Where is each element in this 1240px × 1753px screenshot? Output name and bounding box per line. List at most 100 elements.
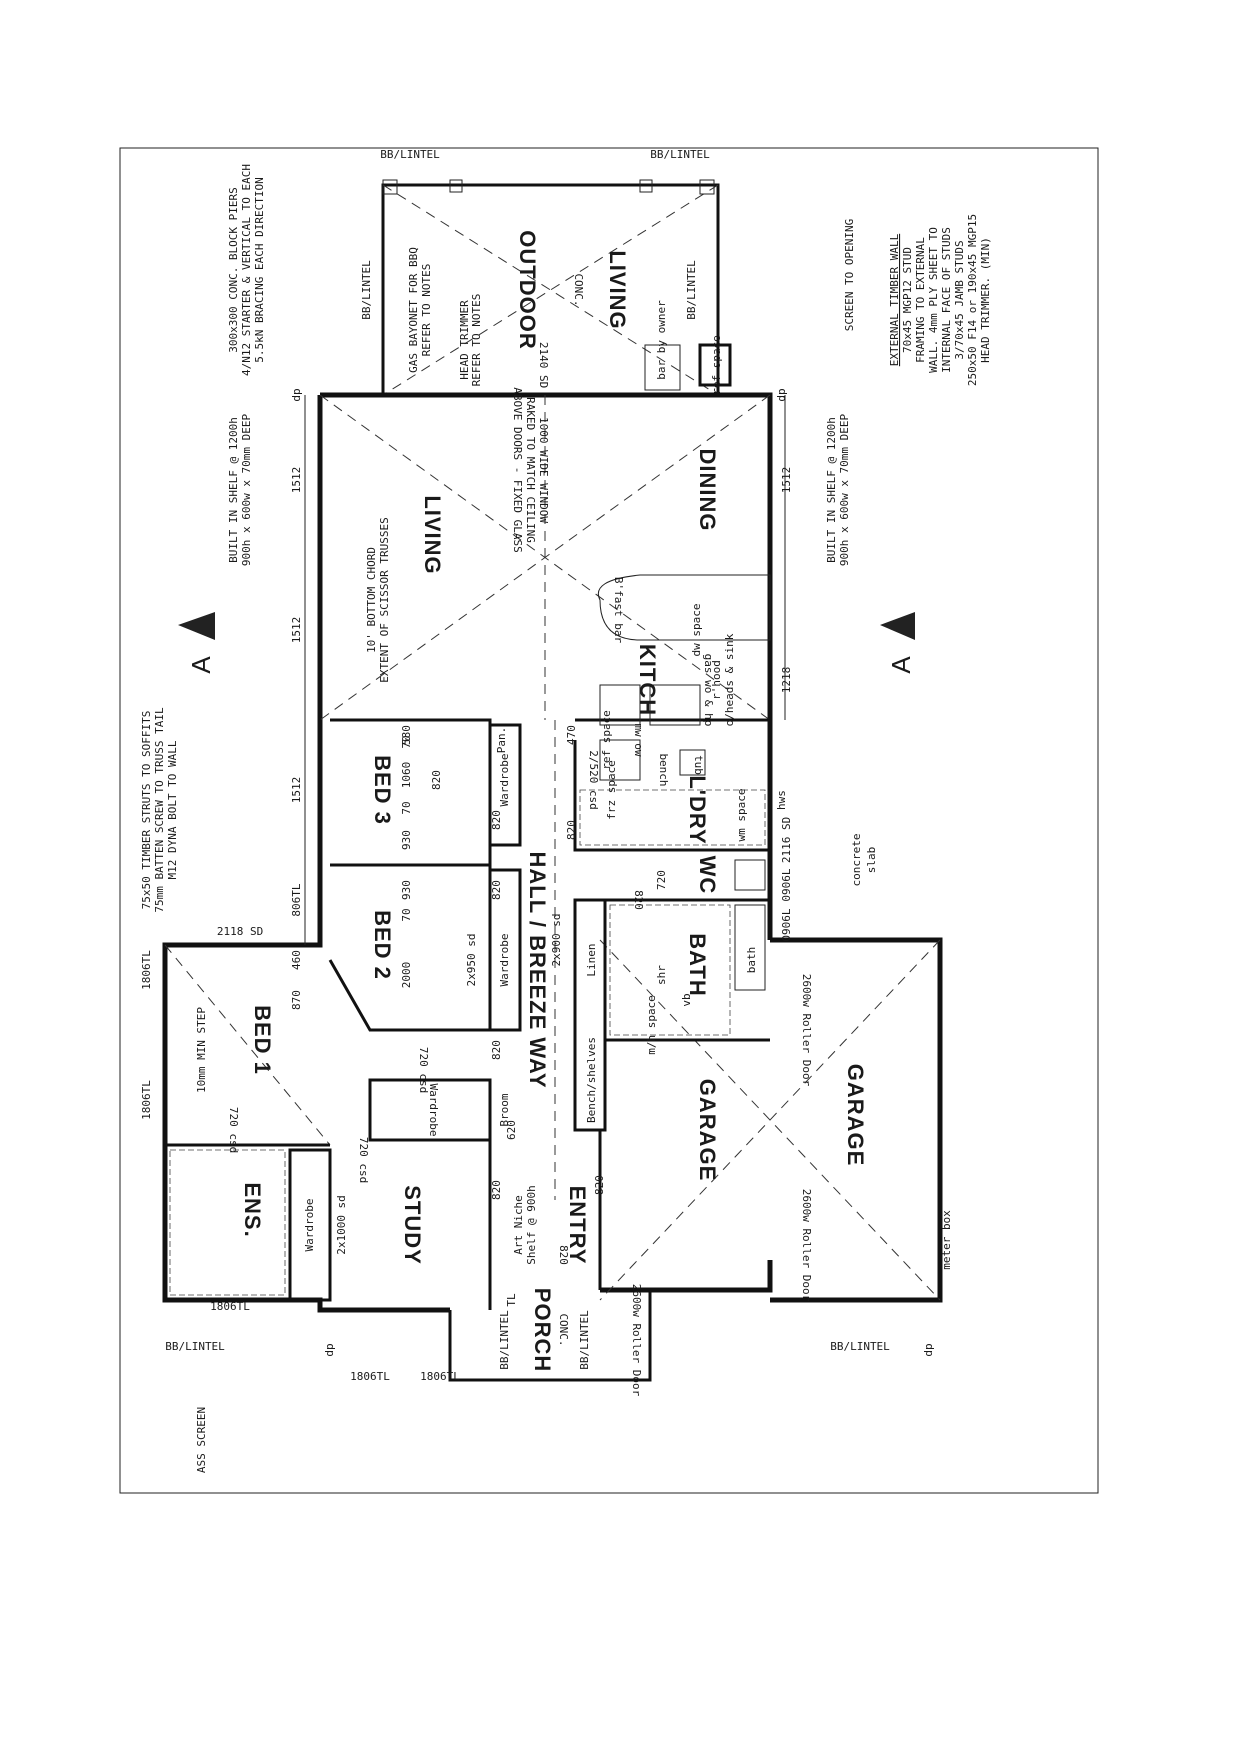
window-dim: 1806TL <box>210 1300 250 1313</box>
window-note: 1000 WIDE WINDOW RAKED TO MATCH CEILING … <box>511 387 550 553</box>
svg-text:460: 460 <box>290 950 303 970</box>
wardrobe-label: Wardrobe <box>427 1084 440 1137</box>
tl-label: TL <box>505 1293 518 1307</box>
gas-oven-label: gas wo & hp <box>702 654 715 727</box>
glass-screen-label: ASS SCREEN <box>195 1407 208 1473</box>
vanity-basin-label: vb <box>680 993 693 1006</box>
svg-text:5.5kN BRACING EACH DIRECTION: 5.5kN BRACING EACH DIRECTION <box>253 177 266 362</box>
svg-text:REFER TO NOTES: REFER TO NOTES <box>470 294 483 387</box>
door-dim: 820 <box>593 1175 606 1195</box>
svg-text:RAKED TO MATCH CEILING: RAKED TO MATCH CEILING <box>524 397 537 543</box>
door-dim: 820 <box>430 770 443 790</box>
door-dim: 820 <box>565 820 578 840</box>
svg-text:WALL. 4mm PLY SHEET TO: WALL. 4mm PLY SHEET TO <box>927 227 940 373</box>
outdoor-living-area <box>381 179 732 397</box>
door-dim: 820 <box>557 1245 570 1265</box>
svg-text:930: 930 <box>400 830 413 850</box>
roller-door-label: 2600w Roller Door <box>800 974 813 1087</box>
bar-by-owner-label: bar by owner <box>655 300 668 380</box>
window-dim: 0906L <box>780 908 793 941</box>
svg-text:930: 930 <box>400 880 413 900</box>
svg-text:900h x 600w x 70mm DEEP: 900h x 600w x 70mm DEEP <box>838 413 851 566</box>
window-dim: 1218 <box>780 667 793 694</box>
shelf-note-right: BUILT IN SHELF @ 1200h 900h x 600w x 70m… <box>825 413 851 566</box>
svg-text:INTERNAL FACE OF STUDS: INTERNAL FACE OF STUDS <box>940 227 953 373</box>
dishwasher-space-label: dw space <box>690 604 703 657</box>
bed2-dims: 2000 70 930 870 460 <box>290 880 413 1010</box>
room-label-outdoor-conc: CONC. <box>572 273 585 306</box>
sliding-door-label: 2x900 sd <box>550 914 563 967</box>
section-arrow-right <box>880 612 915 640</box>
room-label-garage-1: GARAGE <box>695 1079 720 1182</box>
svg-text:REFER TO NOTES: REFER TO NOTES <box>420 264 433 357</box>
external-walls <box>162 392 943 1382</box>
window-dim: 2118 SD <box>217 925 263 938</box>
pantry-label: Pan. <box>495 727 508 754</box>
window-dim: 806TL <box>290 883 303 916</box>
window-dim: 1806TL <box>140 950 153 990</box>
internal-walls <box>165 574 771 1310</box>
broom-label: Broom <box>498 1093 511 1126</box>
room-label-ensuite: ENS. <box>240 1182 265 1237</box>
svg-text:870: 870 <box>290 990 303 1010</box>
wardrobe-label: Wardrobe <box>303 1199 316 1252</box>
roller-door-label: 2600w Roller Door <box>800 1189 813 1302</box>
room-label-outdoor-living: LIVING <box>605 250 630 329</box>
window-dim: 1806TL <box>350 1370 390 1383</box>
breakfast-bar-label: B'fast bar <box>612 577 625 644</box>
fridge-space-outdoor-label: ref space <box>710 335 723 395</box>
bath-fixture-label: bath <box>745 947 758 974</box>
concrete-slab-label: concrete <box>850 834 863 887</box>
window-dim: 1512 <box>780 467 793 494</box>
svg-text:HEAD TRIMMER: HEAD TRIMMER <box>458 300 471 380</box>
svg-text:70: 70 <box>400 735 413 748</box>
min-step-note: 10mm MIN STEP <box>195 1007 208 1093</box>
downpipe-label: dp <box>323 1343 336 1356</box>
overheads-sink-label: o/heads & sink <box>723 633 736 726</box>
bed3-dims: 930 70 1060 70 580 <box>400 725 413 850</box>
downpipe-label: dp <box>922 1343 935 1356</box>
svg-text:Shelf @ 900h: Shelf @ 900h <box>525 1185 538 1264</box>
strut-note: 75x50 TIMBER STRUTS TO SOFFITS 75mm BATT… <box>140 707 179 913</box>
door-dim: 820 <box>490 880 503 900</box>
svg-text:BUILT IN SHELF @ 1200h: BUILT IN SHELF @ 1200h <box>227 417 240 563</box>
room-label-bed2: BED 2 <box>370 910 395 980</box>
microwave-oven-label: mw ow <box>632 723 645 756</box>
door-dim: 620 <box>505 1120 518 1140</box>
svg-text:M12 DYNA BOLT TO WALL: M12 DYNA BOLT TO WALL <box>166 740 179 879</box>
door-dim: 820 <box>490 1040 503 1060</box>
svg-text:Art Niche: Art Niche <box>512 1195 525 1255</box>
room-label-living: LIVING <box>420 495 445 574</box>
svg-text:ABOVE DOORS - FIXED GLASS: ABOVE DOORS - FIXED GLASS <box>511 387 524 553</box>
svg-text:250x50 F14 or 190x45 MGP15: 250x50 F14 or 190x45 MGP15 <box>966 214 979 386</box>
dim-2140sd: 2140 SD <box>537 342 550 388</box>
window-dim: 1512 <box>290 467 303 494</box>
room-label-laundry: L'DRY <box>685 775 710 844</box>
svg-text:1060: 1060 <box>400 762 413 789</box>
svg-text:FRAMING TO EXTERNAL: FRAMING TO EXTERNAL <box>914 237 927 363</box>
section-marker-right: A <box>886 656 916 674</box>
drawing-frame <box>119 147 1099 1494</box>
roller-door-label: 2600w Roller Door <box>630 1284 643 1397</box>
lintel-label: BB/LINTEL <box>685 260 698 320</box>
door-dim: 720 <box>655 870 668 890</box>
svg-text:4/N12 STARTER & VERTICAL TO EA: 4/N12 STARTER & VERTICAL TO EACH <box>240 164 253 376</box>
svg-text:70: 70 <box>400 908 413 921</box>
bench-shelves-label: Bench/shelves <box>585 1037 598 1123</box>
lintel-label: BB/LINTEL <box>380 148 440 161</box>
sliding-door-label: 2x950 sd <box>465 934 478 987</box>
truss-note: 10' BOTTOM CHORD EXTENT OF SCISSOR TRUSS… <box>365 517 391 683</box>
fridge-space-label: ref space <box>600 710 613 770</box>
section-arrow-left <box>178 612 215 640</box>
room-label-dining: DINING <box>695 449 720 532</box>
shelf-note-left: BUILT IN SHELF @ 1200h 900h x 600w x 70m… <box>227 413 253 566</box>
hot-water-system-label: hws <box>775 790 788 810</box>
svg-text:75x50 TIMBER STRUTS TO SOFFITS: 75x50 TIMBER STRUTS TO SOFFITS <box>140 711 153 910</box>
screen-note: SCREEN TO OPENING <box>843 219 856 332</box>
room-label-bath: BATH <box>685 933 710 996</box>
room-label-entry: ENTRY <box>565 1186 590 1265</box>
bench-label: bench <box>657 753 670 786</box>
svg-text:EXTENT OF SCISSOR TRUSSES: EXTENT OF SCISSOR TRUSSES <box>378 517 391 683</box>
svg-text:75mm BATTEN SCREW TO TRUSS TAI: 75mm BATTEN SCREW TO TRUSS TAIL <box>153 707 166 913</box>
section-marker-left: A <box>186 656 216 674</box>
